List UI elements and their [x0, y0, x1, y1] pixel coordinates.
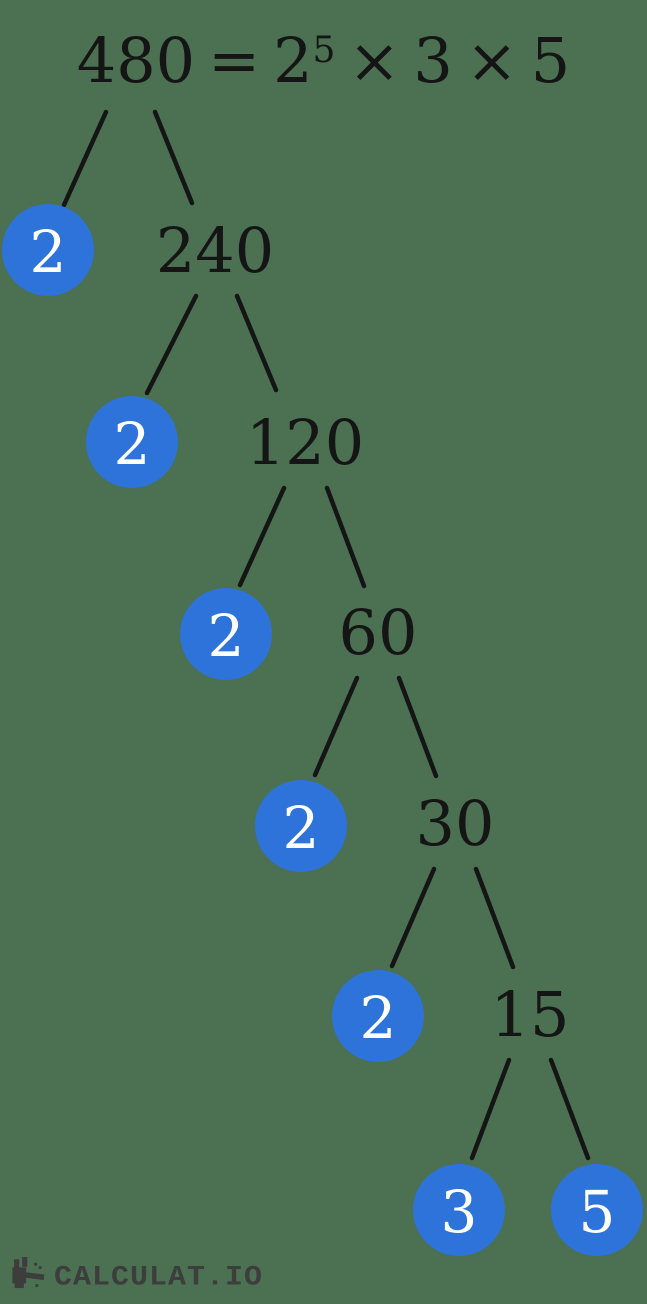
- watermark-text: CALCULAT.IO: [54, 1262, 264, 1294]
- composite-node-c60: 60: [339, 602, 418, 664]
- watermark: CALCULAT.IO: [2, 1256, 263, 1300]
- tree-branch-9: [473, 866, 516, 970]
- tree-branch-5: [324, 485, 367, 589]
- power-base: 2: [273, 24, 313, 97]
- node-label: 2: [113, 410, 151, 478]
- tree-branch-10: [469, 1057, 512, 1161]
- node-label: 240: [155, 214, 275, 287]
- prime-node-p2c: 2: [180, 588, 272, 680]
- node-label: 30: [415, 787, 495, 860]
- tree-branch-0: [61, 109, 109, 208]
- tree-branch-1: [152, 109, 195, 206]
- equation-title: 480=25×3×5: [0, 30, 647, 92]
- tree-branch-7: [396, 675, 439, 779]
- tree-branch-6: [312, 675, 360, 778]
- prime-node-p2e: 2: [332, 970, 424, 1062]
- node-label: 2: [282, 794, 320, 862]
- tree-branch-3: [234, 293, 279, 393]
- node-label: 5: [578, 1178, 616, 1246]
- prime-node-p3: 3: [413, 1164, 505, 1256]
- composite-node-c15: 15: [491, 984, 570, 1046]
- composite-node-c240: 240: [156, 220, 274, 282]
- prime-node-p2d: 2: [255, 780, 347, 872]
- tree-branch-11: [548, 1057, 591, 1161]
- node-label: 60: [338, 596, 418, 669]
- equation-factor-3: 3: [413, 24, 453, 97]
- tree-branch-8: [389, 866, 437, 969]
- node-label: 2: [207, 602, 245, 670]
- equals-sign: =: [208, 24, 261, 97]
- power-exponent: 5: [312, 30, 336, 72]
- composite-node-c30: 30: [416, 793, 495, 855]
- node-label: 2: [359, 984, 397, 1052]
- times-sign-1: ×: [348, 24, 401, 97]
- times-sign-2: ×: [465, 24, 518, 97]
- equation-number: 480: [76, 24, 196, 97]
- node-label: 120: [245, 406, 365, 479]
- equation-factor-5: 5: [530, 24, 571, 97]
- composite-node-c120: 120: [246, 412, 364, 474]
- prime-node-p5: 5: [551, 1164, 643, 1256]
- prime-node-p2b: 2: [86, 396, 178, 488]
- tree-branch-2: [144, 293, 199, 396]
- power-term: 25: [273, 24, 335, 97]
- node-label: 15: [490, 978, 570, 1051]
- calculat-logo-icon: [12, 1257, 45, 1289]
- node-label: 2: [29, 218, 67, 286]
- node-label: 3: [440, 1178, 478, 1246]
- tree-branch-4: [237, 485, 287, 588]
- prime-node-p2a: 2: [2, 204, 94, 296]
